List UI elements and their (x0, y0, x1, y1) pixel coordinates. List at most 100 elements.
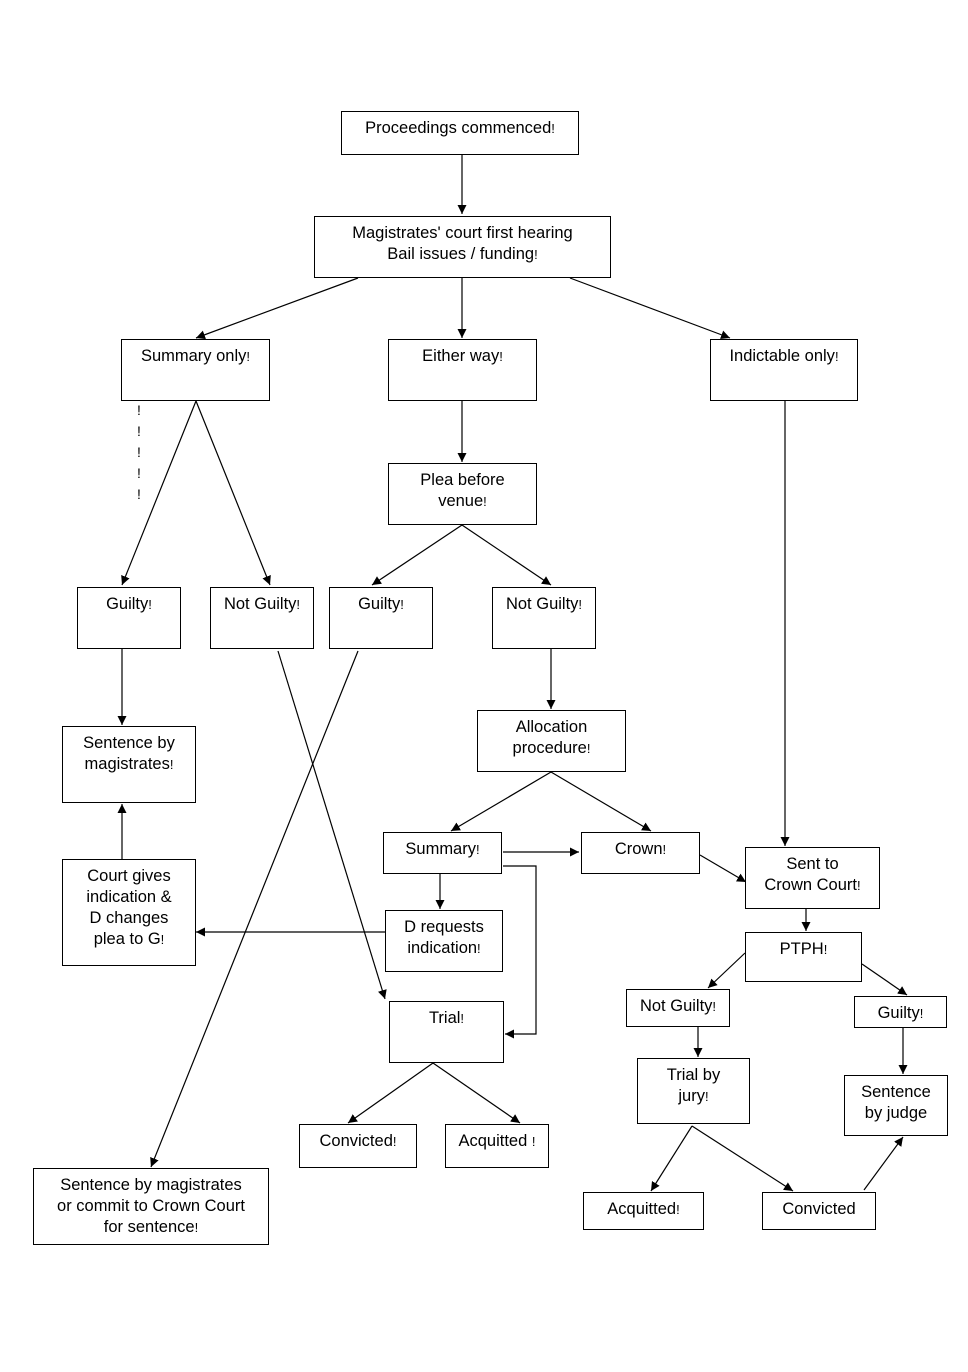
bang-mark: ! (460, 1011, 465, 1026)
node-label-line: Court gives (63, 866, 195, 887)
edge-summary-only-to-so-not-guilty (195, 400, 271, 586)
node-label-text: Court gives (87, 867, 171, 885)
node-sentence-commit: Sentence by magistrates or commit to Crow… (33, 1168, 269, 1245)
node-label-text: Convicted (782, 1200, 856, 1218)
node-label-line: Crown Court! (746, 875, 879, 896)
dotted-mark: ! (137, 486, 141, 502)
node-label-text: indication & (86, 888, 172, 906)
node-label-line: PTPH! (746, 939, 861, 960)
bang-mark: ! (823, 942, 828, 957)
node-indictable-only: Indictable only! (710, 339, 858, 401)
dotted-mark: ! (137, 465, 141, 481)
node-label-line: for sentence! (34, 1217, 268, 1238)
dotted-connector: !!!!! (134, 400, 144, 505)
node-label-line: Not Guilty! (493, 594, 595, 615)
node-label-line: plea to G! (63, 929, 195, 950)
node-label-line: Crown! (582, 839, 699, 860)
edge-ptph-to-cc-not-guilty (707, 952, 746, 989)
node-label-text: D requests (404, 918, 484, 936)
bang-mark: ! (676, 1202, 680, 1217)
node-ew-guilty: Guilty! (329, 587, 433, 649)
bang-mark: ! (586, 741, 591, 756)
node-label-line: indication! (386, 938, 502, 959)
dotted-mark: ! (137, 444, 141, 460)
node-label-line: Trial by (638, 1065, 749, 1086)
node-label-line: Magistrates' court first hearing (315, 223, 610, 244)
node-label-text: Not Guilty (505, 595, 579, 613)
edge-so-not-guilty-to-trial (277, 650, 387, 1000)
node-label-text: Allocation (515, 718, 588, 736)
edge-alloc-summary-to-trial (503, 865, 537, 1039)
node-label-line: Summary! (384, 839, 501, 860)
edge-plea-before-venue-to-ew-not-guilty (461, 524, 552, 586)
edge-allocation-to-alloc-crown (550, 771, 652, 832)
bang-mark: ! (704, 1089, 709, 1104)
bang-mark: ! (392, 1134, 397, 1149)
bang-mark: ! (919, 1006, 924, 1021)
node-cc-guilty: Guilty! (854, 996, 947, 1028)
node-label-line: Guilty! (78, 594, 180, 615)
node-label-line: Either way! (389, 346, 536, 367)
dotted-mark: ! (137, 423, 141, 439)
edge-trial-jury-to-cc-convicted (691, 1125, 794, 1192)
edge-allocation-to-alloc-summary (450, 771, 552, 832)
bang-mark: ! (712, 999, 717, 1014)
edge-trial-to-mags-acquitted (432, 1062, 521, 1124)
node-label-line: Not Guilty! (211, 594, 313, 615)
node-label-line: Indictable only! (711, 346, 857, 367)
node-mags-convicted: Convicted! (299, 1124, 417, 1168)
node-either-way: Either way! (388, 339, 537, 401)
node-cc-convicted: Convicted (762, 1192, 876, 1230)
node-ew-not-guilty: Not Guilty! (492, 587, 596, 649)
node-label-text: Crown Court (764, 876, 857, 894)
node-label-line: or commit to Crown Court (34, 1196, 268, 1217)
node-label-line: D requests (386, 917, 502, 938)
bang-mark: ! (578, 597, 583, 612)
bang-mark: ! (169, 757, 174, 772)
bang-mark: ! (296, 597, 301, 612)
node-label-text: Guilty (877, 1004, 920, 1022)
bang-mark: ! (483, 494, 487, 509)
node-label-line: Sent to (746, 854, 879, 875)
node-label-line: Convicted! (300, 1131, 416, 1152)
node-label-text: Guilty (358, 595, 401, 613)
node-label-text: magistrates (84, 755, 170, 773)
node-label-line: Guilty! (330, 594, 432, 615)
node-sent-crown: Sent to Crown Court! (745, 847, 880, 909)
node-label-text: Bail issues / funding (387, 245, 535, 263)
node-cc-not-guilty: Not Guilty! (626, 989, 730, 1027)
node-alloc-summary: Summary! (383, 832, 502, 874)
bang-mark: ! (857, 878, 861, 893)
node-label-text: Acquitted (458, 1132, 532, 1150)
node-label-text: Sentence by magistrates (60, 1176, 242, 1194)
bang-mark: ! (475, 842, 480, 857)
edge-summary-only-to-so-guilty (121, 400, 197, 586)
node-label-text: Indictable only (729, 347, 835, 365)
node-label-line: Bail issues / funding! (315, 244, 610, 265)
edge-first-hearing-to-summary-only (195, 277, 359, 340)
node-d-requests: D requests indication! (385, 910, 503, 972)
node-label-text: plea to G (93, 930, 161, 948)
bang-mark: ! (400, 597, 404, 612)
node-label-line: Convicted (763, 1199, 875, 1220)
edge-trial-to-mags-convicted (347, 1062, 434, 1124)
node-proceedings: Proceedings commenced! (341, 111, 579, 155)
edge-alloc-crown-to-sent-crown (699, 854, 747, 883)
bang-mark: ! (194, 1220, 199, 1235)
node-label-text: Summary (405, 840, 476, 858)
node-label-text: Sent to (786, 855, 839, 873)
node-label-line: Plea before (389, 470, 536, 491)
node-label-text: Summary only (140, 347, 247, 365)
node-label-line: D changes (63, 908, 195, 929)
node-label-line: Allocation (478, 717, 625, 738)
edge-first-hearing-to-indictable-only (569, 277, 731, 340)
dotted-mark: ! (137, 402, 141, 418)
node-summary-only: Summary only! (121, 339, 270, 401)
bang-mark: ! (531, 1134, 536, 1149)
